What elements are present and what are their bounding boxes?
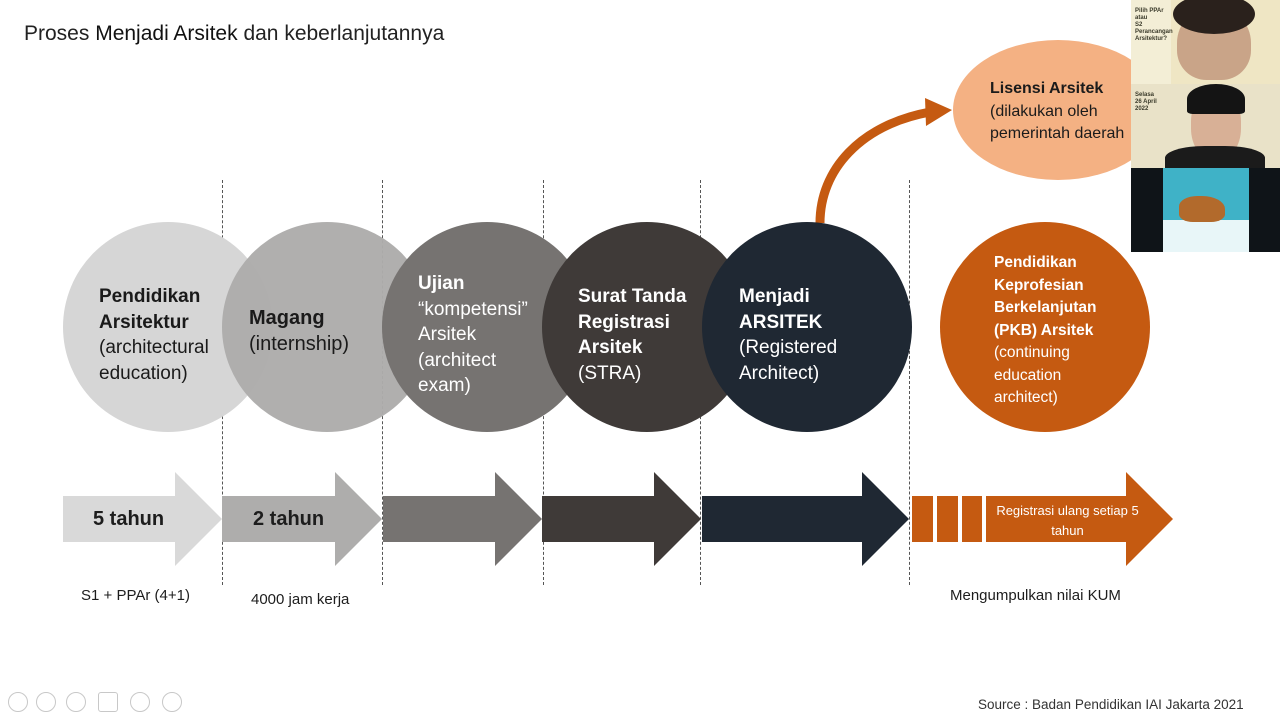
- pkb-circle: [940, 222, 1150, 432]
- circle-exam-body: “kompetensi” Arsitek (architect exam): [418, 298, 528, 397]
- circle-registered: [702, 222, 912, 432]
- arrow-education-label: 5 tahun: [93, 508, 165, 530]
- video-tile-participant-1[interactable]: Pilih PPAr atau S2 Perancangan Arsitektu…: [1131, 0, 1280, 84]
- stage-divider: [909, 180, 910, 585]
- poster-text-2: Selasa 26 April 2022: [1135, 92, 1157, 112]
- pkb-text: Pendidikan Keprofesian Berkelanjutan (PK…: [994, 252, 1124, 410]
- slides-grid-icon[interactable]: [98, 692, 118, 712]
- prev-slide-icon[interactable]: [8, 692, 28, 712]
- video-tile-participant-3[interactable]: [1131, 168, 1280, 252]
- renewal-block-3: [962, 496, 982, 542]
- video-tile-participant-2[interactable]: Selasa 26 April 2022: [1131, 84, 1280, 168]
- poster-background: [1131, 0, 1171, 84]
- renewal-note: Mengumpulkan nilai KUM: [950, 587, 1121, 604]
- zoom-icon[interactable]: [130, 692, 150, 712]
- pen-icon[interactable]: [66, 692, 86, 712]
- circle-exam-heading: Ujian: [418, 273, 465, 294]
- arrow-exam: [383, 472, 542, 566]
- renewal-block-2: [937, 496, 958, 542]
- internship-note: 4000 jam kerja: [251, 591, 350, 608]
- circle-stra-body: (STRA): [578, 362, 642, 384]
- timeline-arrows: [63, 472, 1173, 566]
- title-bold: Menjadi Arsitek: [95, 22, 238, 45]
- more-options-icon[interactable]: [162, 692, 182, 712]
- circle-stra-text: Surat Tanda Registrasi Arsitek (STRA): [578, 284, 698, 386]
- circle-education-heading: Pendidikan Arsitektur: [99, 286, 201, 333]
- circle-education-text: Pendidikan Arsitektur (architectural edu…: [99, 284, 239, 386]
- circle-registered-heading: Menjadi ARSITEK: [739, 286, 823, 333]
- licence-ellipse: [953, 40, 1163, 180]
- title-prefix: Proses: [24, 22, 90, 45]
- arrow-internship: [222, 472, 382, 566]
- renewal-label: Registrasi ulang setiap 5 tahun: [996, 503, 1139, 538]
- fox-avatar-icon: [1179, 196, 1225, 222]
- circle-registered-body: (Registered Architect): [739, 337, 838, 384]
- pkb-body: (continuing education architect): [994, 344, 1070, 406]
- slide-title: Proses Menjadi Arsitek dan keberlanjutan…: [24, 22, 444, 46]
- circle-internship-heading: Magang: [249, 307, 325, 329]
- education-note: S1 + PPAr (4+1): [81, 587, 190, 604]
- licence-body: (dilakukan oleh pemerintah daerah: [990, 102, 1125, 143]
- arrow-renewal: [986, 472, 1173, 566]
- circle-stra-heading: Surat Tanda Registrasi Arsitek: [578, 286, 687, 358]
- licence-heading: Lisensi Arsitek: [990, 80, 1104, 97]
- title-suffix: dan keberlanjutannya: [243, 22, 445, 45]
- avatar-snow: [1163, 220, 1249, 252]
- licence-text: Lisensi Arsitek (dilakukan oleh pemerint…: [990, 78, 1170, 146]
- source-credit: Source : Badan Pendidikan IAI Jakarta 20…: [978, 697, 1244, 712]
- next-slide-icon[interactable]: [36, 692, 56, 712]
- poster-text: Pilih PPAr atau S2 Perancangan Arsitektu…: [1135, 8, 1173, 42]
- circle-internship-text: Magang (internship): [249, 306, 389, 357]
- circle-exam-text: Ujian “kompetensi” Arsitek (architect ex…: [418, 271, 543, 399]
- participant-body: [1165, 146, 1265, 168]
- participant-hijab: [1187, 84, 1245, 114]
- arrow-education: [63, 472, 222, 566]
- pkb-heading: Pendidikan Keprofesian Berkelanjutan (PK…: [994, 254, 1097, 339]
- licence-curve-arrow: [815, 98, 952, 224]
- circle-internship-body: (internship): [249, 332, 350, 355]
- circle-registered-text: Menjadi ARSITEK (Registered Architect): [739, 284, 859, 386]
- renewal-block-1: [912, 496, 933, 542]
- circle-education-body: (architectural education): [99, 337, 209, 384]
- arrow-stra: [542, 472, 701, 566]
- arrow-internship-label: 2 tahun: [253, 508, 325, 530]
- participant-hair: [1173, 0, 1255, 34]
- arrow-registered: [702, 472, 909, 566]
